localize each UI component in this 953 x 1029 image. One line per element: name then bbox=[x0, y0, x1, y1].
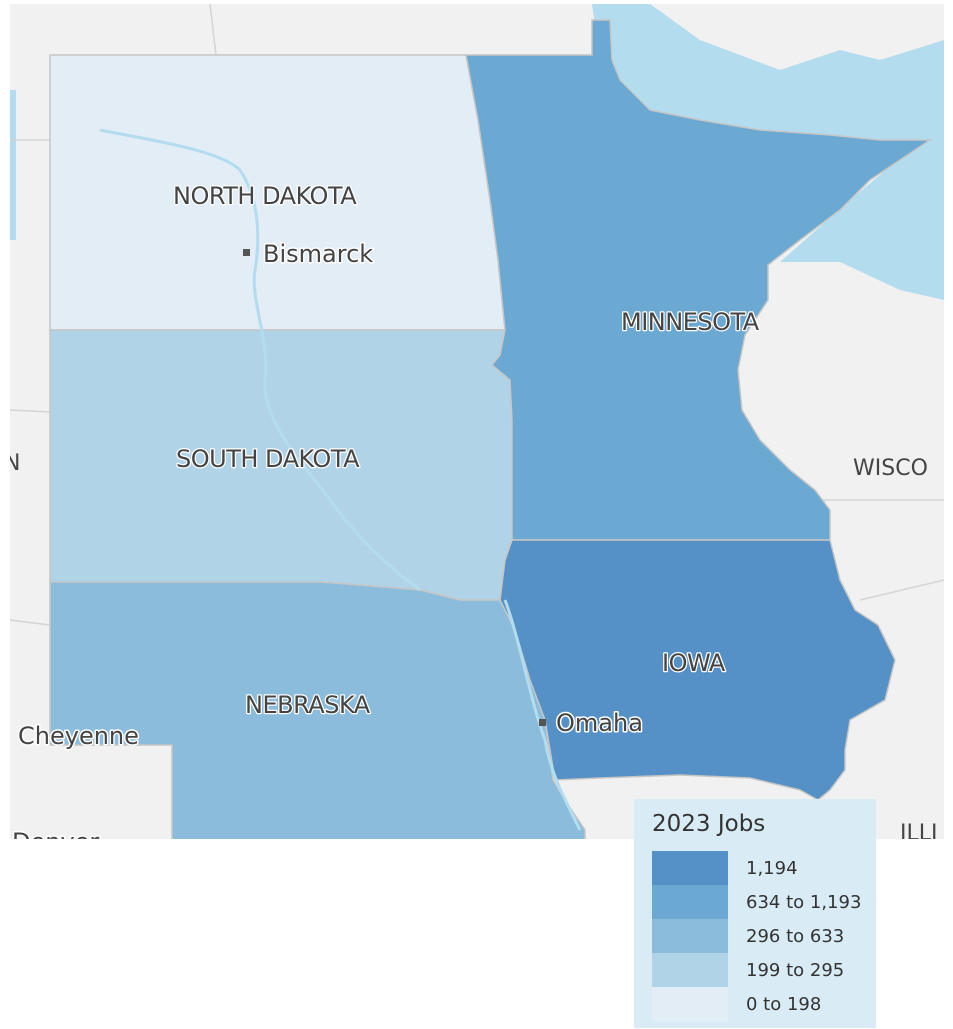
city-marker-omaha bbox=[539, 719, 546, 726]
city-marker-bismarck bbox=[243, 249, 250, 256]
legend-item: 634 to 1,193 bbox=[652, 885, 876, 919]
rivers bbox=[99, 128, 582, 831]
legend-item: 296 to 633 bbox=[652, 919, 876, 953]
city-omaha: Omaha bbox=[556, 709, 643, 737]
states-layer bbox=[49, 19, 933, 839]
label-minnesota: MINNESOTA bbox=[621, 308, 760, 336]
legend-swatch bbox=[652, 987, 728, 1021]
legend-swatch bbox=[652, 953, 728, 987]
map-legend: 2023 Jobs 1,194 634 to 1,193 296 to 633 … bbox=[634, 799, 876, 1028]
city-cheyenne: Cheyenne bbox=[18, 722, 139, 750]
western-lake bbox=[10, 90, 16, 240]
label-montana-edge: N bbox=[10, 451, 20, 476]
legend-item: 0 to 198 bbox=[652, 987, 876, 1021]
legend-label: 1,194 bbox=[746, 857, 798, 879]
label-iowa: IOWA bbox=[662, 649, 726, 677]
wyoming-colorado-area bbox=[10, 745, 172, 839]
legend-label: 0 to 198 bbox=[746, 993, 822, 1015]
label-north-dakota: NORTH DAKOTA bbox=[173, 182, 357, 210]
city-bismarck: Bismarck bbox=[263, 240, 373, 268]
map-viewport[interactable]: NORTH DAKOTA SOUTH DAKOTA NEBRASKA MINNE… bbox=[10, 4, 944, 839]
legend-swatch bbox=[652, 851, 728, 885]
legend-title: 2023 Jobs bbox=[652, 811, 766, 837]
legend-item: 199 to 295 bbox=[652, 953, 876, 987]
legend-item: 1,194 bbox=[652, 851, 876, 885]
city-denver: Denver bbox=[12, 828, 99, 839]
legend-label: 199 to 295 bbox=[746, 959, 845, 981]
choropleth-map: NORTH DAKOTA SOUTH DAKOTA NEBRASKA MINNE… bbox=[10, 4, 944, 839]
label-wisconsin: WISCO bbox=[853, 456, 928, 481]
northern-lake bbox=[862, 58, 890, 76]
label-illinois: ILLI bbox=[900, 821, 938, 839]
label-nebraska: NEBRASKA bbox=[245, 691, 371, 719]
label-south-dakota: SOUTH DAKOTA bbox=[176, 445, 360, 473]
legend-items: 1,194 634 to 1,193 296 to 633 199 to 295… bbox=[652, 851, 876, 1021]
legend-label: 634 to 1,193 bbox=[746, 891, 862, 913]
legend-swatch bbox=[652, 919, 728, 953]
state-minnesota[interactable] bbox=[465, 19, 933, 541]
legend-swatch bbox=[652, 885, 728, 919]
legend-label: 296 to 633 bbox=[746, 925, 845, 947]
